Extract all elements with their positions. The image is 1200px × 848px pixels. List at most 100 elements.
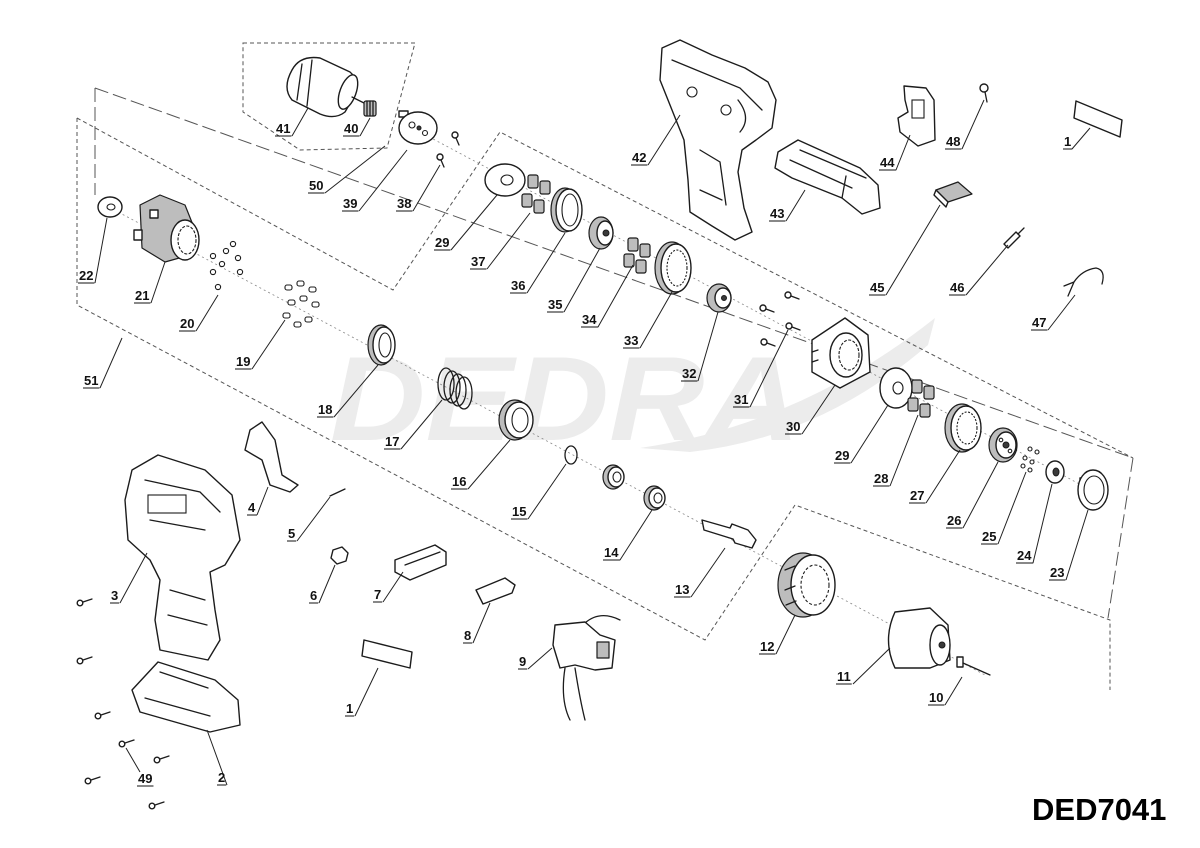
leader-lines <box>94 99 1091 786</box>
callout-11: 11 <box>837 669 851 684</box>
callout-38: 38 <box>397 196 411 211</box>
watermark-swoosh <box>640 318 935 452</box>
part-47-spring-wire <box>1063 267 1104 297</box>
callout-5: 5 <box>288 526 295 541</box>
part-38-screws <box>436 131 460 168</box>
callout-22: 22 <box>79 268 93 283</box>
callout-12: 12 <box>760 639 774 654</box>
callout-7: 7 <box>374 587 381 602</box>
part-29-washer <box>879 367 913 409</box>
callout-24: 24 <box>1017 548 1032 563</box>
part-23-ring <box>1077 469 1109 511</box>
part-40-pinion <box>363 100 377 117</box>
part-9-switch <box>552 615 621 721</box>
part-19-pins <box>282 280 320 328</box>
part-45-button <box>933 181 973 208</box>
part-35-planet-carrier <box>588 216 614 250</box>
callout-32: 32 <box>682 366 696 381</box>
part-16-clutch-ring <box>498 399 534 441</box>
callout-34: 34 <box>582 312 597 327</box>
part-4-clip <box>244 421 299 493</box>
part-1-label-bottom <box>361 639 413 669</box>
part-6-nut <box>330 546 349 565</box>
callout-39: 39 <box>343 196 357 211</box>
callout-9: 9 <box>519 654 526 669</box>
part-3-housing-half <box>124 454 241 661</box>
callout-6: 6 <box>310 588 317 603</box>
part-10-screw <box>956 656 991 676</box>
callout-44: 44 <box>880 155 895 170</box>
part-33-ring-gear <box>654 241 692 295</box>
callout-25: 25 <box>982 529 996 544</box>
part-5-pin <box>329 488 346 497</box>
callout-1-top: 1 <box>1064 134 1071 149</box>
motor-group-boundary <box>242 42 416 151</box>
watermark: DEDRA <box>330 318 935 466</box>
callout-48: 48 <box>946 134 960 149</box>
part-46-pin <box>1003 227 1025 249</box>
callout-30: 30 <box>786 419 800 434</box>
part-43-battery-slide <box>774 139 881 215</box>
part-28-planet-gears <box>907 379 935 418</box>
callout-49: 49 <box>138 771 152 786</box>
part-15-circlip <box>564 445 578 465</box>
callout-3: 3 <box>111 588 118 603</box>
callout-16: 16 <box>452 474 466 489</box>
gearbox-group-boundary <box>76 117 1134 459</box>
part-2-battery-cover <box>131 661 241 733</box>
callout-17: 17 <box>385 434 399 449</box>
callout-26: 26 <box>947 513 961 528</box>
callout-19: 19 <box>236 354 250 369</box>
callout-21: 21 <box>135 288 149 303</box>
callout-50: 50 <box>309 178 323 193</box>
part-48-screw <box>979 83 989 103</box>
callout-40: 40 <box>344 121 358 136</box>
part-39-motor-plate <box>398 110 438 145</box>
model-code: DED7041 <box>1032 792 1166 827</box>
part-24-washer <box>1045 460 1065 484</box>
part-42-housing-half <box>659 39 777 241</box>
part-26-planet-carrier <box>988 427 1018 463</box>
callout-8: 8 <box>464 628 471 643</box>
callout-36: 36 <box>511 278 525 293</box>
callout-29-upper: 29 <box>435 235 449 250</box>
part-41-motor <box>286 56 367 118</box>
part-32-sun-gear <box>706 283 732 313</box>
callout-46: 46 <box>950 280 964 295</box>
callout-10: 10 <box>929 690 943 705</box>
callout-51: 51 <box>84 373 98 388</box>
callout-42: 42 <box>632 150 646 165</box>
part-31-screws <box>759 291 801 347</box>
callout-35: 35 <box>548 297 562 312</box>
part-17-spring <box>437 367 473 410</box>
callout-28: 28 <box>874 471 888 486</box>
part-37-planet-gears <box>521 174 551 214</box>
callouts: 41 40 50 39 38 29 37 36 35 34 33 32 31 3… <box>78 121 1073 787</box>
part-21-clutch-housing <box>133 194 200 263</box>
part-13-spindle <box>701 519 757 549</box>
callout-31: 31 <box>734 392 748 407</box>
callout-43: 43 <box>770 206 784 221</box>
callout-45: 45 <box>870 280 884 295</box>
part-1-label-top <box>1073 100 1123 138</box>
part-36-ring <box>550 187 583 233</box>
part-44-belt-clip <box>897 85 936 147</box>
part-18-ring <box>367 324 396 366</box>
part-25-steel-balls <box>1020 446 1040 473</box>
callout-29-lower: 29 <box>835 448 849 463</box>
callout-1-bottom: 1 <box>346 701 353 716</box>
front-axis <box>104 204 986 676</box>
callout-47: 47 <box>1032 315 1046 330</box>
callout-15: 15 <box>512 504 526 519</box>
callout-4: 4 <box>248 500 256 515</box>
part-30-gearbox-housing <box>811 317 871 389</box>
callout-2: 2 <box>218 770 225 785</box>
clutch-group-boundary <box>76 118 1111 690</box>
part-8-lever <box>475 577 516 605</box>
callout-27: 27 <box>910 488 924 503</box>
callout-20: 20 <box>180 316 194 331</box>
part-14-bearings <box>602 464 666 511</box>
upper-assembly-boundary <box>94 87 1134 619</box>
group-boundaries <box>76 42 1134 690</box>
part-22-washer <box>97 196 123 218</box>
